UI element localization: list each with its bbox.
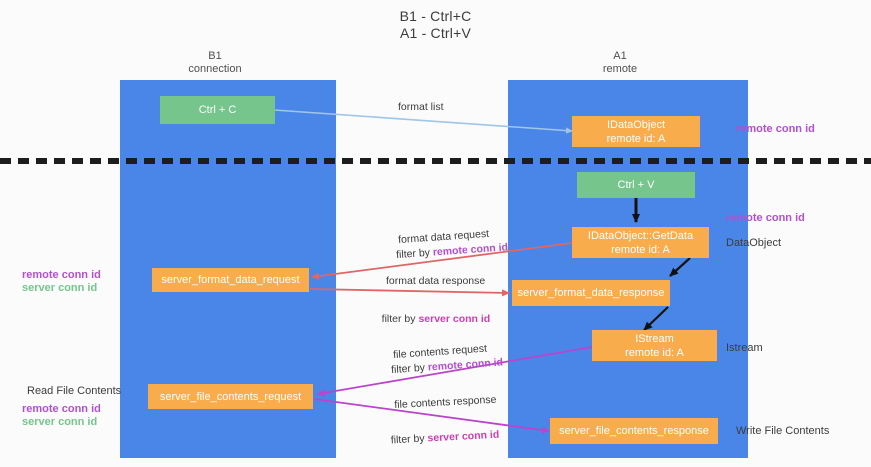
annotation-read-file-contents: Read File Contents <box>27 385 122 397</box>
edge-label-format-data-request-filter: filter by remote conn id <box>383 225 510 279</box>
diagram-title-line-2: A1 - Ctrl+V <box>399 25 472 41</box>
column-header-a1-name: A1 <box>613 50 627 62</box>
annotation-left-remote-conn-id-1: remote conn id <box>22 269 101 281</box>
annotation-write-file-contents: Write File Contents <box>736 425 830 437</box>
column-header-b1-subtitle: connection <box>188 63 242 75</box>
node-server-format-data-response[interactable]: server_format_data_response <box>512 280 670 306</box>
node-istream-label: IStream <box>635 332 674 345</box>
node-getdata-sub: remote id: A <box>611 243 670 256</box>
edge-label-file-contents-response-filter: filter by server conn id <box>378 413 500 464</box>
filter-prefix: filter by <box>390 432 428 447</box>
column-header-a1: A1 remote <box>560 50 680 76</box>
filter-value-server-conn-id: server conn id <box>418 313 491 325</box>
node-idataobject[interactable]: IDataObject remote id: A <box>572 116 700 147</box>
edge-label-format-data-response: format data response <box>386 275 486 287</box>
column-header-b1: B1 connection <box>155 50 275 76</box>
edge-label-file-contents-request-filter: filter by remote conn id <box>378 340 505 394</box>
node-idataobject-sub: remote id: A <box>606 132 666 145</box>
node-getdata-label: IDataObject::GetData <box>587 229 694 242</box>
annotation-left-server-conn-id-1: server conn id <box>22 282 98 294</box>
annotation-left-server-conn-id-2: server conn id <box>22 416 98 428</box>
node-idataobject-getdata[interactable]: IDataObject::GetData remote id: A <box>572 227 709 258</box>
column-header-a1-subtitle: remote <box>602 63 638 75</box>
annotation-remote-conn-id-top: remote conn id <box>736 123 815 135</box>
node-istream[interactable]: IStream remote id: A <box>592 330 717 361</box>
edge-format-data-response <box>309 288 510 297</box>
diagram-title-line-1: B1 - Ctrl+C <box>399 8 472 24</box>
node-server-file-contents-request[interactable]: server_file_contents_request <box>148 384 313 409</box>
node-server-format-data-response-label: server_format_data_response <box>517 287 665 299</box>
node-ctrl-v[interactable]: Ctrl + V <box>577 172 695 198</box>
filter-value-remote-conn-id: remote conn id <box>432 241 509 259</box>
node-ctrl-c[interactable]: Ctrl + C <box>160 96 275 124</box>
node-ctrl-c-label: Ctrl + C <box>198 104 237 116</box>
filter-value-server-conn-id: server conn id <box>427 428 500 445</box>
filter-prefix: filter by <box>381 313 419 325</box>
annotation-left-remote-conn-id-2: remote conn id <box>22 403 101 415</box>
node-istream-sub: remote id: A <box>625 346 684 359</box>
node-server-file-contents-response[interactable]: server_file_contents_response <box>550 418 718 444</box>
node-ctrl-v-label: Ctrl + V <box>617 179 655 191</box>
column-header-b1-name: B1 <box>208 50 222 62</box>
node-server-format-data-request-label: server_format_data_request <box>161 274 300 286</box>
edge-label-format-list: format list <box>398 101 444 113</box>
node-server-file-contents-request-label: server_file_contents_request <box>159 390 302 403</box>
annotation-remote-conn-id-getdata: remote conn id <box>726 212 805 224</box>
edge-label-format-data-response-filter: filter by server conn id <box>370 297 491 342</box>
filter-prefix: filter by <box>390 361 429 377</box>
filter-prefix: filter by <box>395 246 434 262</box>
annotation-dataobject: DataObject <box>726 237 782 249</box>
node-idataobject-label: IDataObject <box>606 118 666 131</box>
edge-label-file-contents-response: file contents response <box>394 393 497 411</box>
node-server-format-data-request[interactable]: server_format_data_request <box>152 268 309 292</box>
node-server-file-contents-response-label: server_file_contents_response <box>559 425 709 437</box>
annotation-istream: Istream <box>726 342 763 354</box>
filter-value-remote-conn-id: remote conn id <box>427 356 504 374</box>
